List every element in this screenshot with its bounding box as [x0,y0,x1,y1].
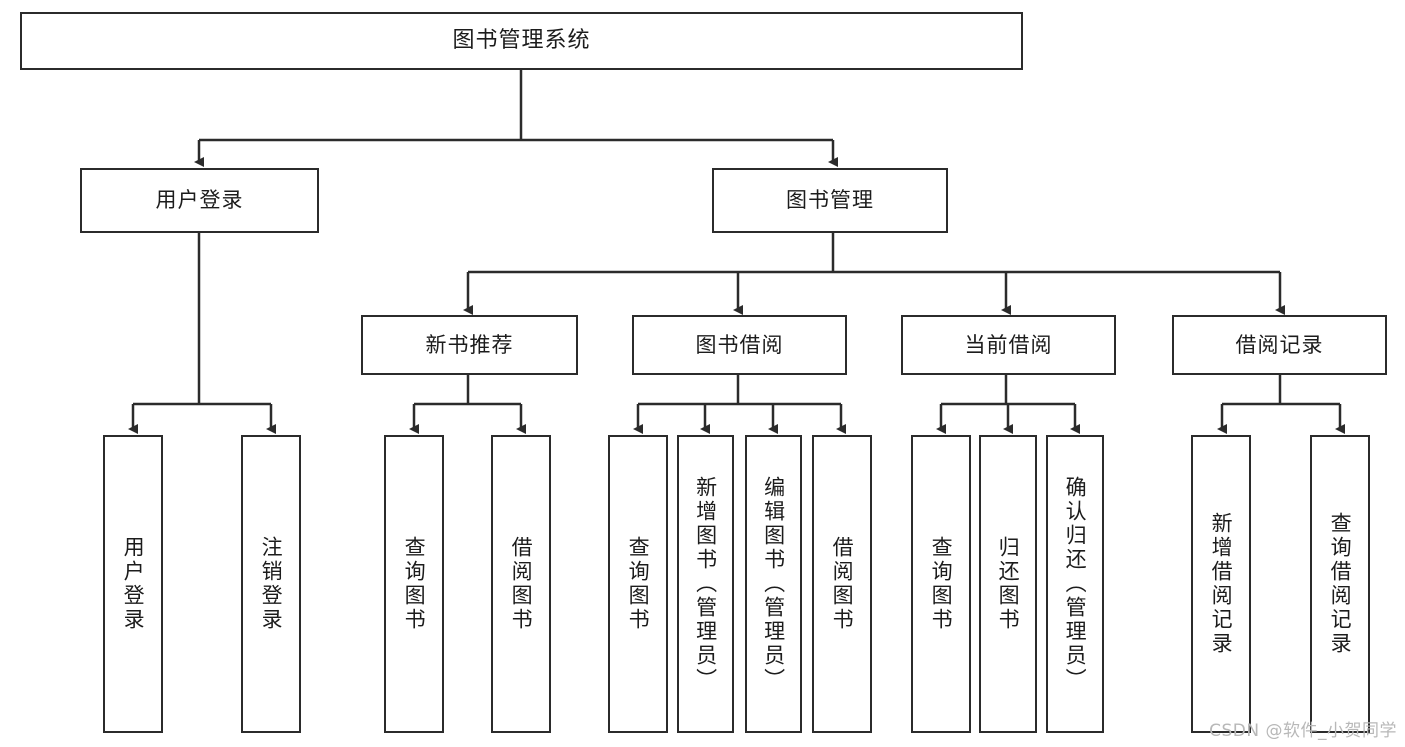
node-borrow-record[interactable]: 借阅记录 [1172,315,1387,375]
node-leaf-borrow-book-2-label: 借阅图书 [830,536,855,632]
node-leaf-return-book[interactable]: 归还图书 [979,435,1037,733]
watermark: CSDN @软件_小贺同学 [1209,721,1397,741]
node-leaf-edit-book[interactable]: 编辑图书（管理员） [745,435,802,733]
node-leaf-user-login-label: 用户登录 [121,536,146,632]
node-current-borrow[interactable]: 当前借阅 [901,315,1116,375]
node-leaf-confirm-return[interactable]: 确认归还（管理员） [1046,435,1104,733]
node-leaf-borrow-book-1-label: 借阅图书 [509,536,534,632]
node-user-login[interactable]: 用户登录 [80,168,319,233]
node-leaf-add-record-label: 新增借阅记录 [1209,512,1234,656]
node-leaf-confirm-return-label: 确认归还（管理员） [1063,476,1088,692]
node-leaf-query-record[interactable]: 查询借阅记录 [1310,435,1370,733]
node-new-book-recommend[interactable]: 新书推荐 [361,315,578,375]
node-leaf-edit-book-label: 编辑图书（管理员） [761,476,786,692]
node-leaf-borrow-book-1[interactable]: 借阅图书 [491,435,551,733]
node-leaf-query-book-2-label: 查询图书 [626,536,651,632]
node-leaf-borrow-book-2[interactable]: 借阅图书 [812,435,872,733]
node-leaf-add-book[interactable]: 新增图书（管理员） [677,435,734,733]
node-leaf-logout-login-label: 注销登录 [259,536,284,632]
node-book-borrow[interactable]: 图书借阅 [632,315,847,375]
node-leaf-return-book-label: 归还图书 [996,536,1021,632]
node-leaf-query-book-3-label: 查询图书 [929,536,954,632]
node-leaf-add-book-label: 新增图书（管理员） [693,476,718,692]
node-leaf-query-book-3[interactable]: 查询图书 [911,435,971,733]
node-new-book-recommend-label: 新书推荐 [425,332,514,357]
node-book-borrow-label: 图书借阅 [695,332,784,357]
node-borrow-record-label: 借阅记录 [1235,332,1324,357]
node-leaf-add-record[interactable]: 新增借阅记录 [1191,435,1251,733]
node-leaf-query-book-1[interactable]: 查询图书 [384,435,444,733]
node-root-label: 图书管理系统 [452,28,591,54]
node-book-management[interactable]: 图书管理 [712,168,948,233]
node-user-login-label: 用户登录 [155,188,244,213]
node-root[interactable]: 图书管理系统 [20,12,1023,70]
node-leaf-logout-login[interactable]: 注销登录 [241,435,301,733]
node-current-borrow-label: 当前借阅 [964,332,1053,357]
node-book-management-label: 图书管理 [786,188,874,213]
node-leaf-user-login[interactable]: 用户登录 [103,435,163,733]
node-leaf-query-book-1-label: 查询图书 [402,536,427,632]
node-leaf-query-record-label: 查询借阅记录 [1328,512,1353,656]
node-leaf-query-book-2[interactable]: 查询图书 [608,435,668,733]
